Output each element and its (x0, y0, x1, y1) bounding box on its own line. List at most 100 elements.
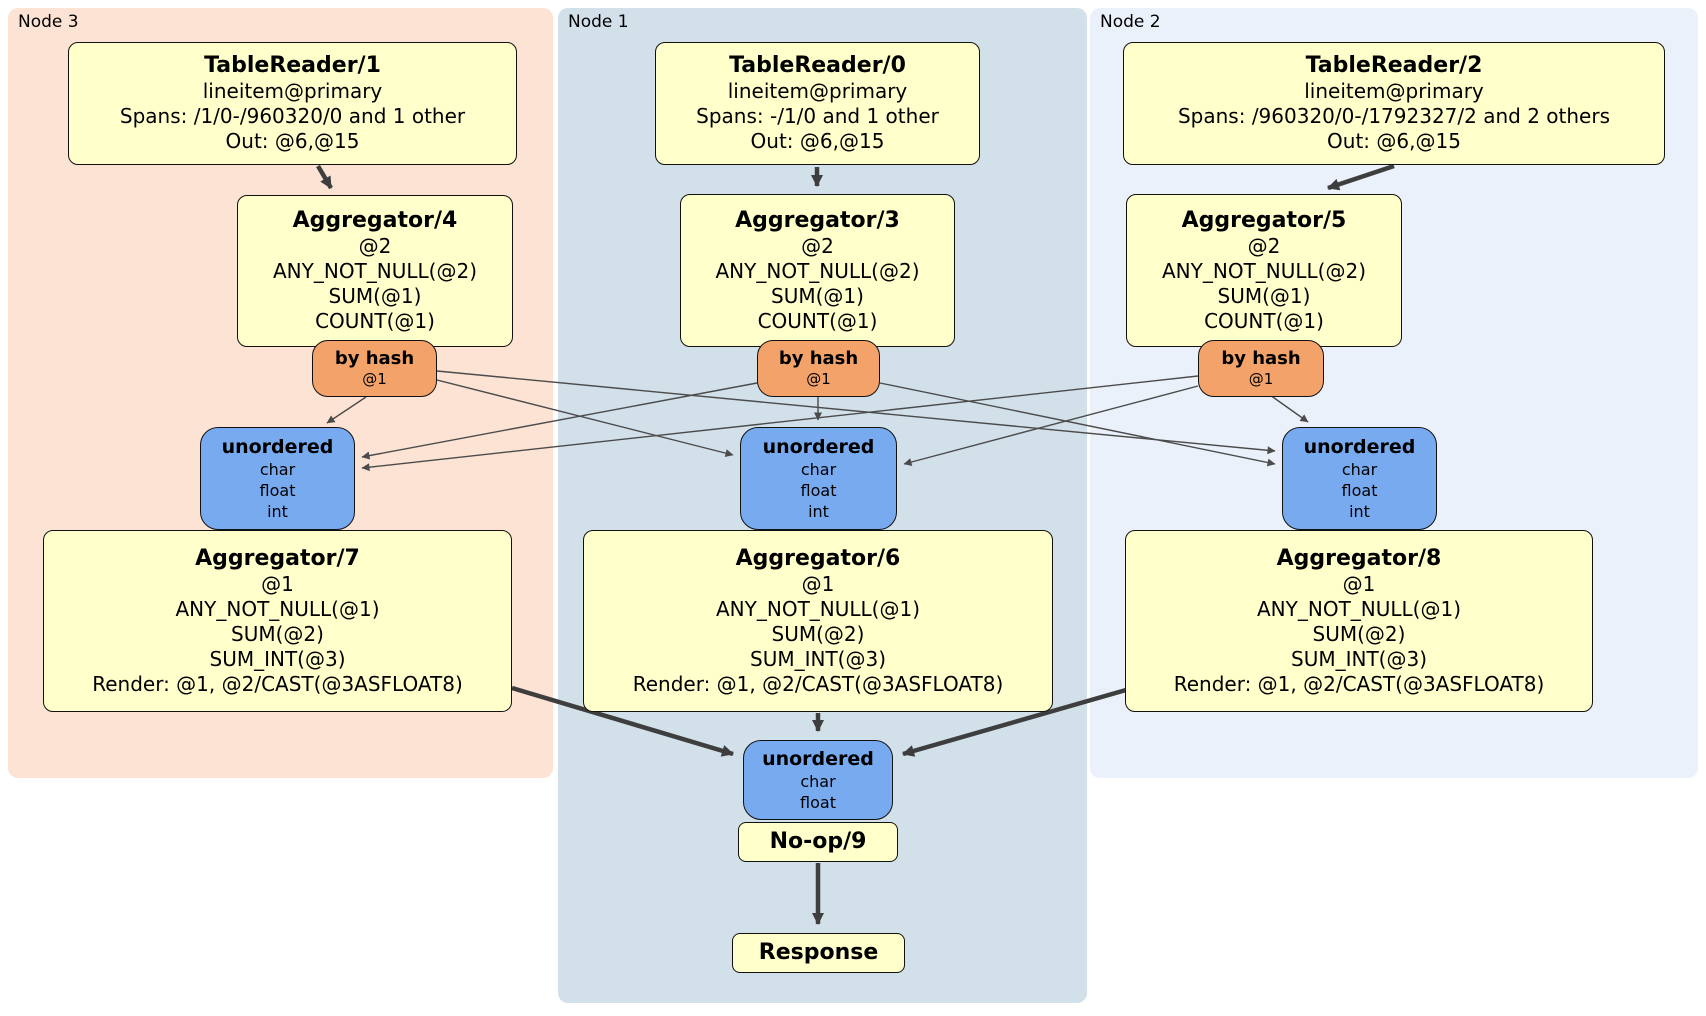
sync-title: unordered (221, 435, 334, 458)
processor-title: Aggregator/6 (735, 545, 901, 571)
processor-line: Render: @1, @2/CAST(@3ASFLOAT8) (1173, 671, 1545, 696)
processor-aggregator-5: Aggregator/5 @2 ANY_NOT_NULL(@2) SUM(@1)… (1126, 194, 1402, 347)
sync-line: char (1341, 459, 1378, 479)
sync-title: unordered (762, 747, 874, 770)
edge-byhash2-unordered2 (1269, 394, 1309, 423)
sync-line: float (1341, 480, 1378, 500)
sync-title: unordered (1303, 435, 1416, 458)
processor-line: ANY_NOT_NULL(@1) (175, 596, 380, 621)
router-by-hash-node3: by hash @1 (312, 340, 437, 397)
edge-byhash2-unordered3 (361, 375, 1199, 472)
processor-title: Response (758, 940, 879, 965)
sync-line: char (259, 459, 296, 479)
processor-line: SUM(@2) (231, 621, 324, 646)
processor-line: Render: @1, @2/CAST(@3ASFLOAT8) (632, 671, 1004, 696)
edge-byhash3-unordered2 (436, 370, 1276, 455)
processor-line: lineitem@primary (1304, 79, 1484, 103)
processor-line: ANY_NOT_NULL(@2) (273, 259, 477, 283)
processor-line: Spans: -/1/0 and 1 other (696, 104, 939, 128)
router-by-hash-node2: by hash @1 (1198, 340, 1324, 397)
router-title: by hash (1221, 348, 1301, 369)
processor-aggregator-3: Aggregator/3 @2 ANY_NOT_NULL(@2) SUM(@1)… (680, 194, 955, 347)
sync-unordered-final: unordered char float (743, 740, 893, 820)
sync-line: float (259, 480, 296, 500)
sync-title: unordered (762, 435, 875, 458)
edge-agg8-unordered-final (902, 687, 1127, 757)
processor-line: ANY_NOT_NULL(@2) (715, 258, 920, 283)
sync-unordered-node1: unordered char float int (740, 427, 897, 530)
processor-title: TableReader/0 (729, 53, 906, 78)
processor-title: Aggregator/5 (1181, 207, 1347, 233)
processor-line: @1 (1342, 571, 1376, 596)
processor-aggregator-4: Aggregator/4 @2 ANY_NOT_NULL(@2) SUM(@1)… (237, 195, 513, 347)
processor-title: Aggregator/8 (1276, 545, 1442, 571)
processor-line: Spans: /1/0-/960320/0 and 1 other (119, 104, 466, 128)
sync-line: char (800, 459, 837, 479)
sync-unordered-node3: unordered char float int (200, 427, 355, 530)
processor-line: COUNT(@1) (757, 308, 878, 333)
processor-line: @2 (1247, 233, 1281, 258)
edge-byhash3-unordered1 (436, 379, 734, 458)
processor-line: Render: @1, @2/CAST(@3ASFLOAT8) (92, 671, 463, 696)
processor-title: Aggregator/4 (292, 208, 458, 233)
router-title: by hash (778, 348, 859, 369)
processor-aggregator-8: Aggregator/8 @1 ANY_NOT_NULL(@1) SUM(@2)… (1125, 530, 1593, 712)
processor-line: SUM(@1) (1217, 283, 1311, 308)
edge-tr1-agg4 (316, 164, 333, 190)
processor-title: TableReader/2 (1305, 53, 1483, 78)
processor-line: Out: @6,@15 (750, 129, 885, 153)
processor-line: ANY_NOT_NULL(@1) (1257, 596, 1461, 621)
response-node: Response (732, 933, 905, 973)
processor-line: @1 (801, 571, 835, 596)
processor-line: lineitem@primary (727, 79, 908, 103)
processor-line: SUM(@1) (771, 283, 864, 308)
panel-label-node-2: Node 2 (1100, 12, 1161, 32)
panel-label-node-3: Node 3 (18, 12, 79, 32)
router-by-hash-node1: by hash @1 (757, 340, 880, 397)
router-line: @1 (1248, 370, 1274, 388)
edge-byhash1-unordered3 (361, 382, 758, 460)
processor-line: SUM(@2) (1312, 621, 1406, 646)
processor-line: Out: @6,@15 (1327, 129, 1461, 153)
sync-line: float (800, 480, 837, 500)
edge-agg7-unordered-final (511, 685, 734, 757)
processor-title: TableReader/1 (204, 53, 381, 78)
processor-line: Out: @6,@15 (225, 129, 360, 153)
edge-byhash2-unordered1 (903, 385, 1199, 466)
processor-line: ANY_NOT_NULL(@1) (716, 596, 920, 621)
processor-line: @2 (801, 233, 834, 258)
processor-line: lineitem@primary (202, 79, 383, 103)
router-line: @1 (806, 370, 831, 388)
processor-line: COUNT(@1) (1204, 308, 1324, 333)
processor-tablereader-2: TableReader/2 lineitem@primary Spans: /9… (1123, 42, 1665, 165)
edge-byhash1-unordered2 (879, 382, 1276, 467)
processor-line: SUM(@1) (328, 284, 422, 308)
sync-line: char (800, 771, 836, 791)
sync-line: int (808, 501, 829, 521)
processor-line: SUM(@2) (771, 621, 865, 646)
edge-byhash3-unordered3 (326, 396, 367, 424)
processor-aggregator-6: Aggregator/6 @1 ANY_NOT_NULL(@1) SUM(@2)… (583, 530, 1053, 712)
sync-line: float (800, 792, 836, 812)
sync-line: int (1349, 501, 1370, 521)
processor-title: Aggregator/7 (195, 545, 360, 571)
processor-line: SUM_INT(@3) (209, 646, 346, 671)
processor-line: @1 (261, 571, 294, 596)
processor-title: Aggregator/3 (735, 207, 900, 233)
router-title: by hash (334, 348, 415, 369)
processor-line: SUM_INT(@3) (1291, 646, 1427, 671)
processor-tablereader-0: TableReader/0 lineitem@primary Spans: -/… (655, 42, 980, 165)
sync-line: int (267, 501, 288, 521)
processor-title: No-op/9 (769, 829, 867, 854)
router-line: @1 (362, 370, 387, 388)
processor-line: Spans: /960320/0-/1792327/2 and 2 others (1177, 104, 1610, 128)
sync-unordered-node2: unordered char float int (1282, 427, 1437, 530)
processor-aggregator-7: Aggregator/7 @1 ANY_NOT_NULL(@1) SUM(@2)… (43, 530, 512, 712)
processor-line: ANY_NOT_NULL(@2) (1162, 258, 1366, 283)
processor-tablereader-1: TableReader/1 lineitem@primary Spans: /1… (68, 42, 517, 165)
processor-line: COUNT(@1) (315, 309, 435, 333)
processor-line: SUM_INT(@3) (750, 646, 886, 671)
panel-label-node-1: Node 1 (568, 12, 629, 32)
